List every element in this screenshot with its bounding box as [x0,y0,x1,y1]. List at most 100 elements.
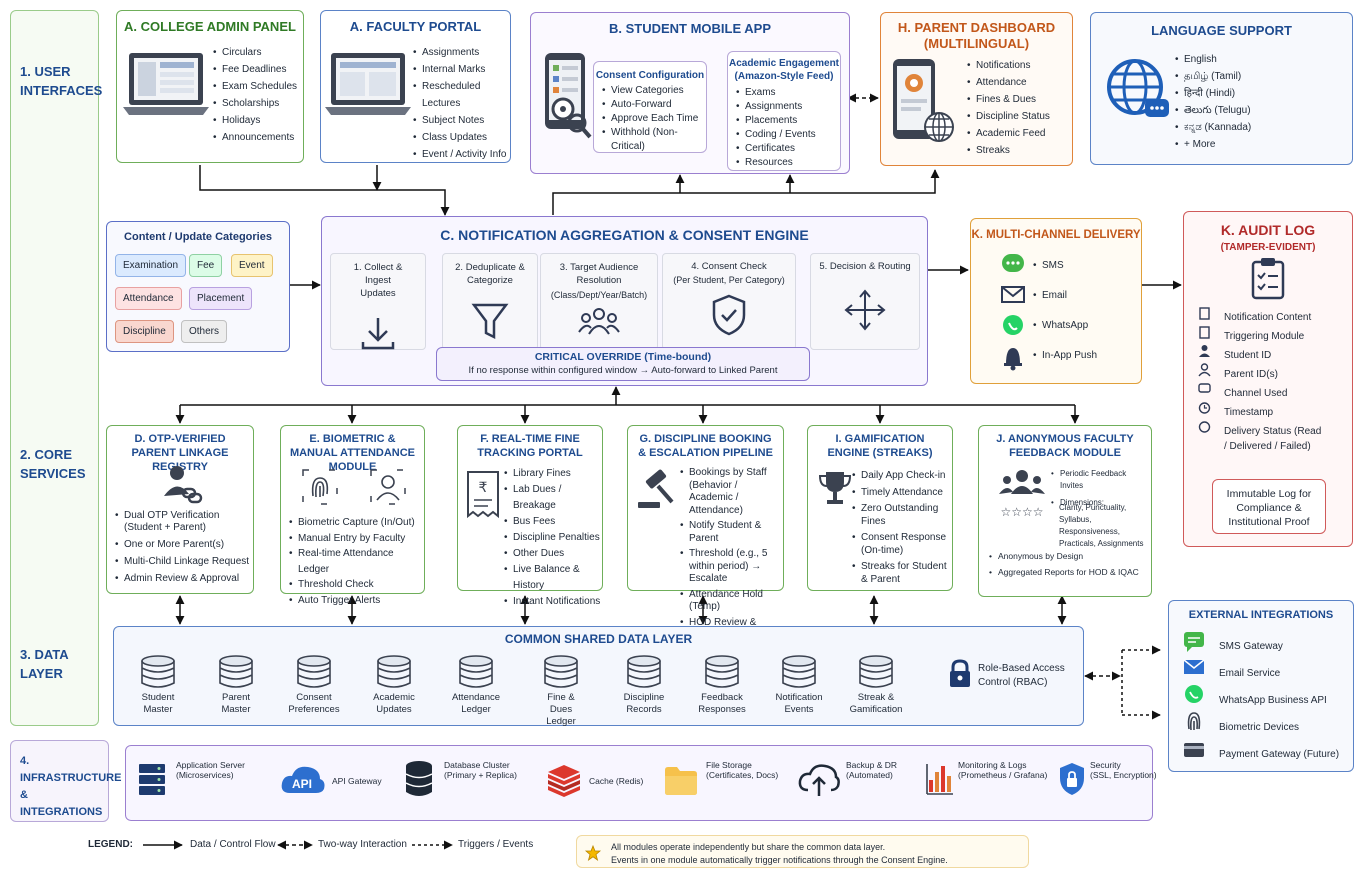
legend-two-way-label: Two-way Interaction [318,839,407,850]
person-icon [1201,345,1208,351]
db-label: Streak & Gamification [849,692,903,715]
infra-sub: (Primary + Replica) [444,770,517,780]
faculty-item: Rescheduled Lectures [413,78,510,112]
legend-flow-label: Data / Control Flow [190,839,276,850]
database-icon [782,655,816,688]
module-item: Live Balance & History [504,562,602,594]
module-item: Streaks for Student & Parent [852,561,952,586]
database-icon [859,655,893,688]
db-label: Notification Events [775,692,823,715]
db-label: Consent Preferences [288,692,340,715]
infra-monitoring: Monitoring & Logs(Prometheus / Grafana) [958,760,1047,780]
module-item: Instant Notifications [504,594,602,610]
data-layer-card: COMMON SHARED DATA LAYER [113,626,1084,726]
parent-item: Streaks [967,142,1050,159]
delivery-title: K. MULTI-CHANNEL DELIVERY [971,229,1141,241]
monitoring-chart-icon [926,764,953,795]
feed-item: Resources [736,156,840,170]
language-item: English [1175,51,1251,68]
module-item: Daily App Check-in [852,470,952,483]
stage-sub: (Per Student, Per Category) [673,275,785,285]
layer-label-core: 2. CORE SERVICES [20,447,86,481]
server-icon [139,764,165,795]
db-student-master: Student Master [123,655,193,716]
infra-label: Cache (Redis) [589,776,644,786]
module-item: Auto Trigger Alerts [289,593,424,609]
faculty-item: Internal Marks [413,61,510,78]
db-label: Discipline Records [623,692,665,715]
stage-target: 3. Target Audience Resolution (Class/Dep… [540,253,658,350]
infra-api-gateway: API Gateway [332,776,382,786]
shield-check-icon [712,294,746,336]
module-title: J. ANONYMOUS FACULTY FEEDBACK MODULE [996,433,1134,459]
stage-consent: 4. Consent Check (Per Student, Per Categ… [662,253,796,350]
db-parent-master: Parent Master [201,655,271,716]
stage-label: 2. Deduplicate & Categorize [455,262,525,286]
faculty-item: Subject Notes [413,112,510,129]
module-title: F. REAL-TIME FINE TRACKING PORTAL [477,433,583,459]
feed-item: Exams [736,86,840,100]
infra-label: Security [1090,760,1121,770]
consent-config-title: Consent Configuration [595,70,705,81]
parent-item: Academic Feed [967,125,1050,142]
legend-note-line2: Events in one module automatically trigg… [611,855,948,865]
module-item: Notify Student & Parent [680,520,780,545]
biometric-device-icon [1187,712,1201,731]
stage-deduplicate: 2. Deduplicate & Categorize [442,253,538,350]
stage-label: 5. Decision & Routing [819,261,911,272]
group-stars-icon: ☆☆☆☆ [999,470,1045,519]
faculty-item: Class Updates [413,129,510,146]
admin-panel-title: A. COLLEGE ADMIN PANEL [124,19,296,34]
db-discipline-records: Discipline Records [609,655,679,716]
rbac-label: Role-Based Access Control (RBAC) [978,663,1065,688]
audit-field: Parent ID(s) [1224,369,1278,380]
module-parent-linkage: D. OTP-VERIFIED PARENT LINKAGE REGISTRY … [106,425,254,594]
student-app-title: B. STUDENT MOBILE APP [608,21,772,36]
database-icon [219,655,253,688]
module-item: Consent Response (On-time) [852,532,952,557]
admin-item: Announcements [213,129,297,146]
legend-triggers-label: Triggers / Events [458,839,534,850]
parent-item: Fines & Dues [967,91,1050,108]
globe-icon [1107,59,1169,117]
legend-title: LEGEND: [88,839,133,850]
audit-field-icons [1198,307,1211,433]
receipt-rupee-icon: ₹ [467,471,499,519]
module-item: Library Fines [504,466,602,482]
external-item: Biometric Devices [1219,722,1300,733]
audit-log-title: K. AUDIT LOG [1220,222,1316,238]
gavel-icon [638,469,674,508]
consent-item: Approve Each Time [602,112,706,126]
audit-field: Student ID [1224,350,1272,361]
database-icon [544,655,578,688]
lock-icon [950,659,970,687]
admin-item: Exam Schedules [213,78,297,95]
infra-label: Monitoring & Logs [958,760,1027,770]
language-item: ಕನ್ನಡ (Kannada) [1175,119,1251,136]
language-support-card: LANGUAGE SUPPORT English தமிழ் (Tamil) ह… [1090,12,1353,165]
module-item: Timely Attendance [852,487,952,500]
stage-label: 3. Target Audience Resolution [559,262,639,286]
external-integrations-card: EXTERNAL INTEGRATIONS SMS Gateway Email … [1168,600,1354,772]
chat-icon [1198,383,1211,393]
routing-arrows-icon [844,289,886,331]
module-item: Biometric Capture (In/Out) [289,515,424,531]
bell-icon [1004,348,1022,371]
file-icon [1199,326,1210,339]
external-icons [1183,632,1205,757]
module-item: Bookings by Staff (Behavior / Academic /… [680,467,780,517]
layer-band-infra [10,740,109,822]
audit-field: Delivery Status (Read / Delivered / Fail… [1224,426,1322,452]
external-item: WhatsApp Business API [1219,695,1327,706]
feed-item: Coding / Events [736,128,840,142]
category-tag-examination: Examination [115,254,187,277]
delivery-item: In-App Push [1033,347,1097,364]
categories-card: Content / Update Categories Examination … [106,221,290,352]
consent-item: View Categories [602,84,706,98]
laptop-icon [123,53,209,115]
module-item: Lab Dues / Breakage [504,482,602,514]
infra-sub: (Prometheus / Grafana) [958,770,1048,780]
database-icon [141,655,175,688]
external-item: SMS Gateway [1219,641,1283,652]
language-item: தமிழ் (Tamil) [1175,68,1251,85]
